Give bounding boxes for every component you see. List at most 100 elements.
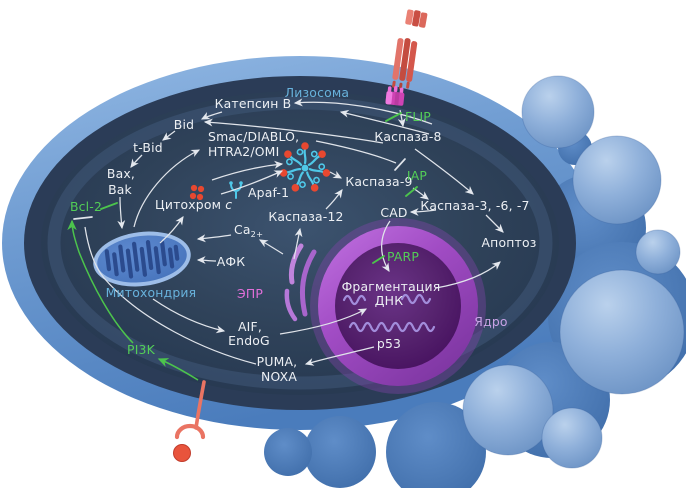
cytochrome-c-dots-icon bbox=[197, 185, 205, 193]
label-caspase8: Каспаза-8 bbox=[374, 129, 441, 144]
label-lysosome: Лизосома bbox=[285, 85, 349, 100]
arrow-cytochrome-to-apoptosome bbox=[211, 160, 284, 181]
arrow-caspase8-to-bid bbox=[203, 118, 384, 144]
ligand bbox=[405, 9, 428, 28]
apaf1-icon-dot bbox=[229, 181, 233, 185]
fadd-adapter-icon bbox=[393, 86, 398, 93]
dna-strands bbox=[342, 293, 436, 333]
label-smac-line1: Smac/DIABLO, bbox=[208, 129, 299, 144]
er-cisternae-icon bbox=[299, 249, 317, 317]
arrow-receptor-to-pi3k bbox=[157, 358, 199, 381]
label-iap: IAP bbox=[407, 168, 428, 183]
label-tbid: t-Bid bbox=[133, 140, 163, 155]
label-bax: Bax, bbox=[107, 166, 135, 181]
ligand-icon bbox=[405, 9, 414, 25]
label-bak: Bak bbox=[108, 182, 132, 197]
slash-parp-inhibits-fragmentation bbox=[372, 255, 385, 264]
arrow-caspase8-to-lysosome bbox=[339, 109, 430, 135]
apoptosome bbox=[279, 142, 331, 192]
label-flip: FLIP bbox=[405, 109, 431, 124]
label-mitochondria: Митохондрия bbox=[106, 285, 197, 300]
dna-strand-icon bbox=[348, 321, 436, 333]
bleb-sphere bbox=[541, 407, 603, 469]
label-smac-line2: HTRA2/OMI bbox=[208, 144, 279, 159]
slash-bcl2-inhibits-baxbak bbox=[100, 202, 118, 210]
label-p53: p53 bbox=[377, 336, 401, 351]
label-caspase9: Каспаза-9 bbox=[345, 174, 412, 189]
nucleus bbox=[310, 218, 486, 394]
arrow-baxbak-to-mitochondria bbox=[117, 196, 126, 230]
mitochondrion bbox=[93, 231, 191, 287]
bleb-sphere bbox=[572, 135, 662, 225]
arrow-er-to-caspase12 bbox=[293, 227, 303, 260]
slash-flip-inhibits-caspase8 bbox=[385, 112, 402, 122]
label-puma: PUMA, bbox=[257, 354, 298, 369]
bleb-sphere bbox=[462, 364, 554, 456]
arrow-aif-to-dna bbox=[279, 308, 368, 335]
bleb-sphere bbox=[559, 269, 685, 395]
cytochrome-c-dots-icon bbox=[196, 193, 204, 201]
bleb-blob bbox=[304, 416, 376, 488]
arrow-tbid-to-baxbak bbox=[130, 154, 143, 168]
bleb-sphere bbox=[521, 75, 595, 149]
label-cytochrome-c-letter: c bbox=[225, 197, 232, 212]
growth-factor-receptor-icon bbox=[174, 423, 206, 440]
arrow-ros-to-mitochondria bbox=[196, 256, 217, 264]
label-dna: ДНК bbox=[375, 293, 403, 308]
fadd-adapter-icon bbox=[385, 91, 393, 105]
tbar-smac-iap bbox=[394, 158, 406, 171]
tbar-puma-bcl2 bbox=[73, 216, 93, 220]
label-bid: Bid bbox=[174, 117, 194, 132]
arrow-fragmentation-to-apoptosis bbox=[435, 261, 501, 289]
label-fragmentation: Фрагментация bbox=[342, 279, 441, 294]
label-bcl2: Bcl-2 bbox=[70, 199, 102, 214]
membrane-bleb-spheres bbox=[462, 75, 685, 469]
label-calcium: Ca2+ bbox=[234, 222, 263, 239]
arrow-pi3k-to-bcl2 bbox=[67, 219, 134, 344]
er-cisternae bbox=[284, 243, 317, 322]
cytochrome-c-dots bbox=[189, 184, 205, 201]
label-pi3k: PI3K bbox=[127, 342, 156, 357]
slash-iap-inhibits-caspase367 bbox=[405, 186, 418, 197]
line-puma-inhibits-bcl2 bbox=[84, 226, 257, 365]
line-smac-inhibits-iap bbox=[315, 140, 397, 164]
er-cisternae-icon bbox=[284, 288, 298, 322]
fadd-adapter-icon bbox=[387, 86, 392, 93]
label-apaf1: Apaf-1 bbox=[248, 185, 289, 200]
arrow-apaf1-to-apoptosome bbox=[220, 170, 284, 195]
label-ros: АФК bbox=[217, 254, 246, 269]
er-cisternae-icon bbox=[288, 243, 304, 285]
death-receptor-foot bbox=[406, 81, 410, 89]
nucleus-interior bbox=[335, 243, 461, 369]
label-cad: CAD bbox=[380, 205, 407, 220]
label-er: ЭПР bbox=[237, 286, 263, 301]
ligand-icon bbox=[173, 444, 191, 462]
arrow-mitochondria-to-smac bbox=[133, 149, 201, 228]
death-receptor-icon bbox=[392, 38, 404, 80]
labels: Лизосома Катепсин B Bid Smac/DIABLO, HTR… bbox=[70, 85, 536, 384]
arrow-mitochondria-to-aif bbox=[152, 298, 226, 334]
apaf1-icon-dot bbox=[239, 181, 243, 185]
label-caspase367: Каспаза-3, -6, -7 bbox=[420, 198, 529, 213]
arrow-p53-to-puma bbox=[304, 346, 375, 366]
label-aif-line2: EndoG bbox=[228, 333, 270, 348]
fadd-adapter-icon bbox=[394, 92, 400, 106]
dna-strand-icon bbox=[342, 294, 367, 306]
label-caspase12: Каспаза-12 bbox=[268, 209, 343, 224]
arrow-mitochondria-to-cytochrome bbox=[159, 216, 184, 244]
apoptosome-core bbox=[301, 164, 309, 172]
fadd-adapter-icon bbox=[399, 87, 404, 94]
arrow-caspase8-to-cathepsin bbox=[293, 98, 433, 125]
death-receptor-icon bbox=[399, 38, 411, 81]
label-ca: Ca bbox=[234, 222, 251, 237]
growth-factor-receptor-icon bbox=[194, 380, 206, 430]
mitochondrion-cristae bbox=[104, 240, 180, 279]
bleb-sphere bbox=[635, 229, 681, 275]
arrow-caspase12-to-caspase9 bbox=[325, 189, 343, 210]
growth-factor-receptor bbox=[173, 380, 206, 462]
apoptosome-icon bbox=[285, 147, 326, 188]
arrow-caspase367-to-apoptosis bbox=[485, 214, 504, 233]
